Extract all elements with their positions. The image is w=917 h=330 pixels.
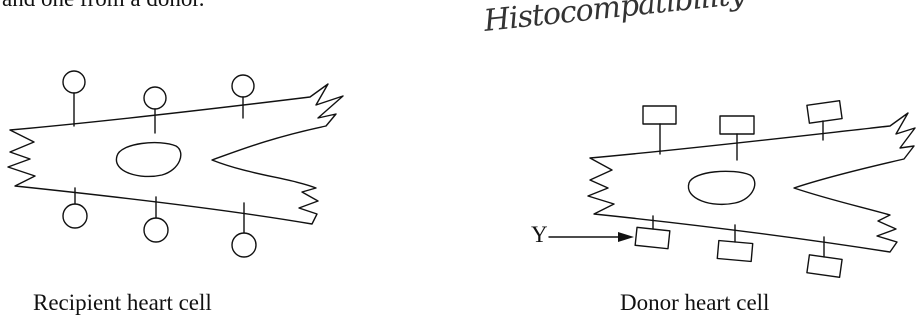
pointer-label-y: Y <box>531 222 548 247</box>
donor-receptor-top-3 <box>806 100 843 141</box>
donor-heart-cell <box>548 100 916 278</box>
donor-cell-outline <box>587 112 916 253</box>
recipient-receptor-bottom-1 <box>62 187 88 229</box>
recipient-receptor-top-2 <box>143 86 167 134</box>
donor-receptor-bottom-3 <box>806 236 843 278</box>
donor-receptor-bottom-1 <box>634 215 671 250</box>
intro-text: and one from a donor. <box>2 0 204 12</box>
donor-caption: Donor heart cell <box>620 290 770 315</box>
recipient-receptor-bottom-3 <box>231 202 257 258</box>
recipient-nucleus <box>115 141 182 178</box>
recipient-receptor-bottom-2 <box>143 196 169 243</box>
donor-receptor-top-1 <box>642 105 677 155</box>
donor-receptor-top-2 <box>719 115 755 161</box>
donor-nucleus <box>687 170 756 206</box>
recipient-heart-cell <box>7 70 344 258</box>
pointer-arrow <box>548 232 634 242</box>
recipient-receptor-top-3 <box>231 74 255 119</box>
recipient-receptor-top-1 <box>62 70 86 127</box>
donor-receptor-bottom-2 <box>716 224 754 263</box>
recipient-caption: Recipient heart cell <box>33 290 212 315</box>
recipient-cell-outline <box>7 83 344 225</box>
